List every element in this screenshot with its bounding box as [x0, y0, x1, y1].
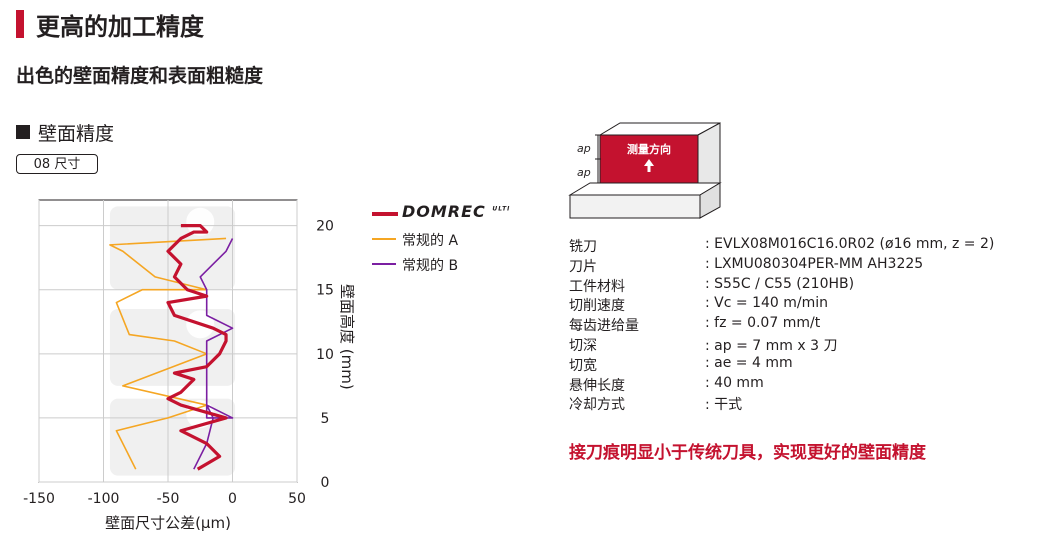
x-axis-label: 壁面尺寸公差(µm): [105, 514, 231, 532]
y-axis-label: 壁面高度 (mm): [332, 270, 362, 410]
x-tick-label: -150: [23, 491, 55, 507]
series-line-a: [109, 237, 227, 470]
spec-list: 铣刀 : EVLX08M016C16.0R02 (ø16 mm, z = 2) 刀片…: [569, 236, 1039, 421]
legend-swatch-b: [372, 263, 396, 265]
spec-value: : 干式: [705, 397, 743, 414]
spec-key: 工件材料: [569, 278, 625, 295]
workpiece-base-front: [569, 194, 701, 219]
y-tick-label: 20: [316, 219, 334, 235]
legend-label-b: 常规的 B: [402, 258, 459, 274]
page-subtitle: 出色的壁面精度和表面粗糙度: [16, 65, 264, 87]
spec-value: : ae = 4 mm: [705, 354, 793, 371]
legend-swatch-a: [372, 238, 396, 240]
y-tick-labels: 0 5 10 15 20: [316, 219, 334, 491]
spec-value: : EVLX08M016C16.0R02 (ø16 mm, z = 2): [705, 236, 995, 252]
spec-key: 切深: [569, 338, 597, 354]
x-tick-labels: -150 -100 -50 0 50: [23, 491, 306, 507]
spec-key: 悬伸长度: [569, 377, 625, 394]
x-tick-label: 0: [228, 491, 237, 507]
series-layer: [109, 224, 234, 471]
y-axis-label-text: 壁面高度 (mm): [338, 284, 356, 390]
spec-key: 每齿进给量: [569, 318, 639, 335]
domrec-logo-super: ULTI: [492, 205, 511, 213]
spec-value: : fz = 0.07 mm/t: [705, 315, 821, 332]
spec-key: 切削速度: [569, 298, 625, 315]
wall-accuracy-chart: -150 -100 -50 0 50 0 5 10 15 20 壁面尺寸公差(µm): [23, 199, 334, 532]
workpiece-diagram: ap ap 测量方向: [568, 122, 722, 219]
spec-value: : Vc = 140 m/min: [705, 295, 828, 312]
size-tag: 08 尺寸: [16, 154, 98, 174]
domrec-logo: DOMREC ULTI: [402, 202, 510, 221]
y-tick-label: 15: [316, 283, 334, 299]
y-tick-label: 0: [321, 475, 330, 491]
section-heading: 壁面精度: [38, 123, 115, 145]
spec-key: 冷却方式: [569, 397, 625, 414]
page-title: 更高的加工精度: [36, 13, 204, 41]
measure-direction-label: 测量方向: [627, 142, 671, 156]
background-photo-hole: [186, 207, 215, 236]
spec-value: : LXMU080304PER-MM AH3225: [705, 255, 924, 272]
x-tick-label: 50: [288, 491, 306, 507]
x-tick-label: -100: [88, 491, 120, 507]
y-tick-label: 10: [316, 347, 334, 363]
series-line-b: [193, 238, 234, 470]
section-bullet-icon: [16, 125, 30, 139]
workpiece-base-side: [699, 182, 721, 219]
ap-label-1: ap: [577, 142, 591, 155]
spec-value: : ap = 7 mm x 3 刀: [705, 338, 838, 354]
x-tick-label: -50: [157, 491, 180, 507]
spec-key: 铣刀: [569, 239, 597, 255]
result-note: 接刀痕明显小于传统刀具，实现更好的壁面精度: [569, 443, 926, 463]
ap-label-2: ap: [577, 166, 591, 179]
title-accent-bar: [16, 10, 24, 38]
spec-value: : S55C / C55 (210HB): [705, 275, 855, 292]
spec-key: 切宽: [569, 357, 597, 374]
spec-value: : 40 mm: [705, 374, 764, 391]
up-arrow-icon: [644, 159, 654, 166]
domrec-logo-text: DOMREC: [402, 202, 486, 221]
legend: DOMREC ULTI 常规的 A 常规的 B: [370, 200, 540, 280]
legend-swatch-domrec: [372, 212, 398, 216]
workpiece-base-top: [568, 182, 722, 196]
legend-label-a: 常规的 A: [402, 233, 459, 249]
spec-key: 刀片: [569, 258, 597, 275]
series-line-domrec: [166, 224, 228, 471]
y-tick-label: 5: [321, 411, 330, 427]
